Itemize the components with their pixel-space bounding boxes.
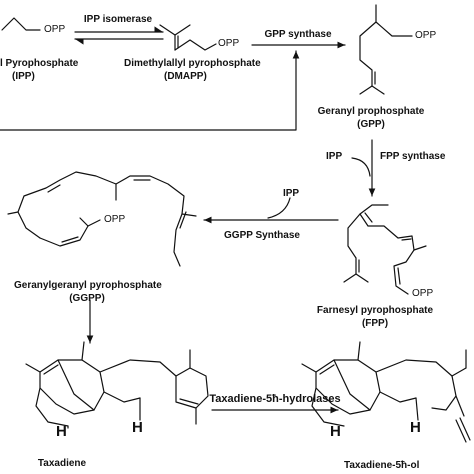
ipp-name: l Pyrophosphate bbox=[0, 58, 79, 69]
fpp-name: Farnesyl pyrophosphate bbox=[316, 305, 434, 316]
isomerase-arrows bbox=[74, 26, 164, 45]
ipp-cosubstrate-fpp: IPP bbox=[326, 151, 343, 162]
fpp-synthase-label: FPP synthase bbox=[380, 151, 446, 162]
taxadiene-structure bbox=[25, 341, 209, 429]
dmapp-abbr: (DMAPP) bbox=[164, 71, 207, 82]
gpp-synthase-label: GPP synthase bbox=[264, 29, 332, 40]
fpp-group: OPP bbox=[412, 288, 434, 299]
ipp-group: OPP bbox=[44, 24, 66, 35]
gpp-structure bbox=[359, 4, 413, 95]
dmapp-structure bbox=[159, 24, 217, 51]
ggpp-synthase-arrow bbox=[203, 197, 339, 224]
hydroxylase-label: Taxadiene-5ħ-hydrolases bbox=[209, 393, 341, 405]
fpp-abbr: (FPP) bbox=[361, 318, 389, 329]
ggpp-group: OPP bbox=[104, 214, 126, 225]
gpp-group: OPP bbox=[415, 30, 437, 41]
ggpp-name: Geranylgeranyl pyrophosphate bbox=[14, 280, 162, 291]
ipp-structure bbox=[1, 17, 41, 31]
ipp-cosubstrate-ggpp: IPP bbox=[282, 188, 300, 199]
dmapp-group: OPP bbox=[218, 38, 240, 49]
ipp-abbr: (IPP) bbox=[12, 71, 35, 82]
taxadienol-name: Taxadiene-5ħ-ol bbox=[344, 460, 420, 471]
taxadienol-h-left: H bbox=[330, 423, 341, 440]
ggpp-synthase-label: GGPP Synthase bbox=[224, 230, 300, 241]
taxadienol-structure bbox=[301, 341, 471, 443]
gpp-abbr: (GPP) bbox=[357, 119, 385, 130]
taxadienol-h-right: H bbox=[410, 419, 421, 436]
gpp-name: Geranyl prophosphate bbox=[317, 106, 425, 117]
ipp-feedback-line bbox=[0, 50, 300, 131]
fpp-synthase-arrow bbox=[351, 139, 376, 197]
taxadiene-h-left: H bbox=[56, 423, 67, 440]
ipp-isomerase-label: IPP isomerase bbox=[83, 14, 153, 25]
ggpp-abbr: (GGPP) bbox=[69, 293, 105, 304]
ggpp-structure bbox=[7, 171, 197, 267]
taxadiene-h-right: H bbox=[132, 419, 143, 436]
dmapp-name: Dimethylallyl pyrophosphate bbox=[124, 58, 261, 69]
taxadiene-name: Taxadiene bbox=[37, 458, 87, 469]
fpp-structure bbox=[343, 204, 427, 295]
